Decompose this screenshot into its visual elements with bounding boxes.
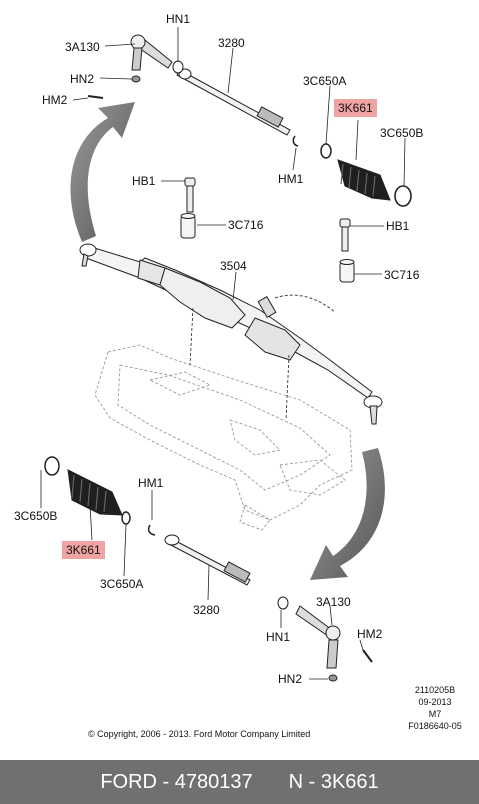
callout-hn2-top: HN2: [70, 72, 95, 86]
callout-3c650b-bottom: 3C650B: [14, 509, 58, 523]
callout-3280-bottom: 3280: [193, 603, 220, 617]
right-bolt-hb1: [339, 218, 351, 252]
copyright-notice: © Copyright, 2006 - 2013. Ford Motor Com…: [88, 729, 311, 739]
top-3c650b-clamp: [394, 185, 412, 207]
callout-3a130-bottom: 3A130: [316, 595, 351, 609]
top-tie-rod-end: [130, 34, 173, 83]
drawing-revision: M7: [428, 709, 442, 719]
drawing-ref: F0186640-05: [408, 721, 462, 731]
callout-3c650a-bottom: 3C650A: [100, 577, 144, 591]
callout-3k661-bottom: 3K661: [62, 541, 105, 559]
callout-hm2-bottom: HM2: [357, 627, 383, 641]
top-3c650a-clamp: [320, 143, 332, 159]
steering-rack-exploded-diagram: [40, 27, 412, 682]
left-bushing-3c716: [180, 213, 196, 239]
drawing-reference: 2110205B 09-2013 M7 F0186640-05: [398, 684, 472, 732]
upper-curved-arrow: [70, 102, 135, 242]
callout-hn1-top: HN1: [166, 12, 191, 26]
callout-3504: 3504: [220, 259, 247, 273]
bottom-3c650a-clamp: [121, 511, 131, 525]
footer-part-ref: N - 3K661: [288, 770, 379, 793]
top-inner-tie-rod: [176, 68, 291, 136]
steering-rack-assembly: [79, 243, 383, 425]
callout-hm1-bottom: HM1: [138, 476, 164, 490]
callout-hn1-bottom: HN1: [266, 630, 291, 644]
callout-hb1-left: HB1: [132, 174, 156, 188]
callout-hm2-top: HM2: [42, 93, 68, 107]
callout-hb1-right: HB1: [386, 219, 410, 233]
callout-hn2-bottom: HN2: [278, 672, 303, 686]
callout-3c716-right: 3C716: [384, 268, 420, 282]
callout-3k661-top: 3K661: [334, 99, 377, 117]
bottom-hn1-nut: [277, 596, 289, 610]
drawing-date: 09-2013: [418, 697, 452, 707]
bottom-hm2-clip: [362, 649, 373, 663]
bottom-tie-rod-end: [295, 605, 341, 682]
top-hm2-clip: [87, 95, 104, 99]
top-bellows-boot: [337, 159, 391, 201]
top-hm1-clip: [292, 135, 299, 147]
callout-3a130-top: 3A130: [65, 40, 100, 54]
callout-3c650b-top: 3C650B: [380, 126, 424, 140]
right-bushing-3c716: [339, 259, 355, 283]
bottom-hm1-clip: [147, 524, 156, 536]
drawing-code: 2110205B: [414, 685, 456, 695]
callout-3c716-left: 3C716: [228, 218, 264, 232]
callout-3280-top: 3280: [218, 36, 245, 50]
left-bolt-hb1: [184, 177, 196, 213]
footer-bar: FORD - 4780137 N - 3K661: [0, 760, 479, 804]
leader-lines: [40, 27, 406, 680]
footer-part-number: FORD - 4780137: [100, 770, 253, 793]
callout-3c650a-top: 3C650A: [303, 74, 347, 88]
subframe-outline: [94, 344, 353, 531]
bottom-3c650b-clamp: [44, 456, 60, 476]
top-hn1-nut: [172, 60, 184, 74]
lower-curved-arrow: [310, 448, 385, 580]
callout-hm1-top: HM1: [278, 172, 304, 186]
bottom-bellows-boot: [67, 469, 123, 516]
bottom-inner-tie-rod: [164, 534, 251, 586]
